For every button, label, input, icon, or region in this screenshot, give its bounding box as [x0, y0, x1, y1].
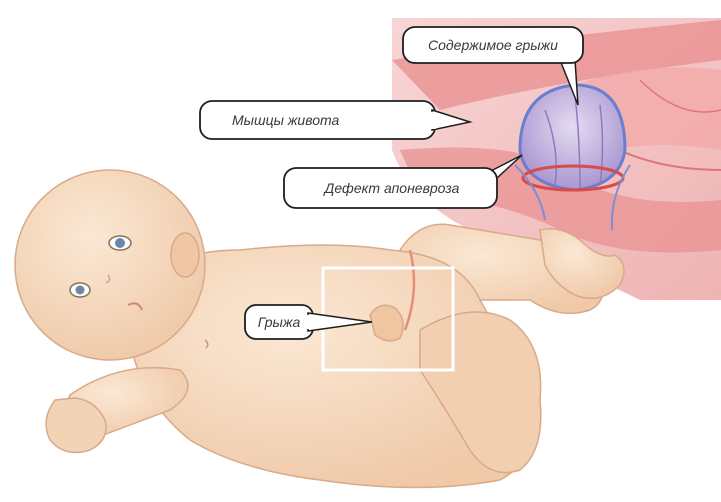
- label-aponeurosis-defect: Дефект апоневроза: [323, 180, 460, 196]
- callout-abdominal-muscles: Мышцы живота: [200, 101, 470, 139]
- label-abdominal-muscles: Мышцы живота: [232, 112, 339, 128]
- label-hernia-contents: Содержимое грыжи: [428, 37, 558, 53]
- hernia-sac: [520, 85, 625, 190]
- label-hernia: Грыжа: [258, 314, 301, 330]
